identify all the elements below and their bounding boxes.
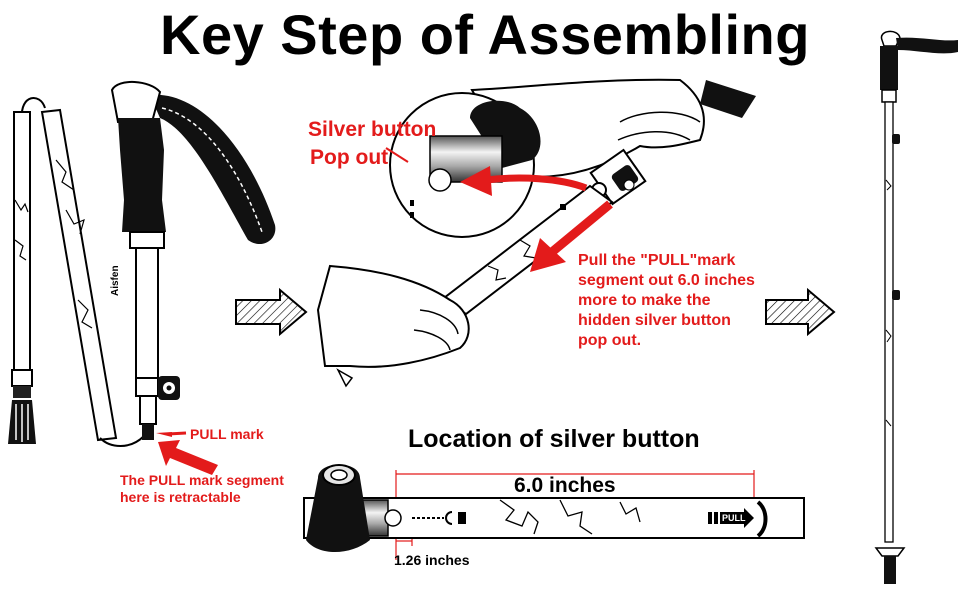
pull-instruction-line-1: Pull the "PULL"mark	[578, 252, 736, 269]
folded-pole-illustration	[8, 97, 145, 447]
next-step-arrow-left	[235, 287, 308, 337]
location-heading: Location of silver button	[408, 425, 700, 453]
small-dimension: 1.26 inches	[394, 552, 470, 568]
assembled-pole-illustration	[874, 30, 958, 584]
pull-instruction-line-4: hidden silver button	[578, 312, 731, 329]
page-title: Key Step of Assembling	[160, 3, 810, 66]
six-inch-dimension: 6.0 inches	[514, 474, 616, 497]
pull-instruction-line-5: pop out.	[578, 332, 642, 349]
retractable-line-2: here is retractable	[120, 489, 241, 505]
pull-mark-label: PULL mark	[190, 426, 264, 442]
pull-instruction-line-3: more to make the	[578, 292, 711, 309]
retractable-line-1: The PULL mark segment	[120, 472, 284, 488]
pop-out-label: Pop out	[310, 146, 389, 169]
pull-instruction-line-2: segment out 6.0 inches	[578, 272, 755, 289]
hands-illustration	[316, 78, 756, 388]
brand-label: Aisfen	[110, 265, 121, 296]
pull-tag: PULL	[722, 513, 746, 523]
silver-button-label: Silver button	[308, 118, 437, 141]
location-detail	[303, 464, 805, 560]
next-step-arrow-right	[765, 287, 836, 337]
handle-illustration	[110, 81, 276, 475]
